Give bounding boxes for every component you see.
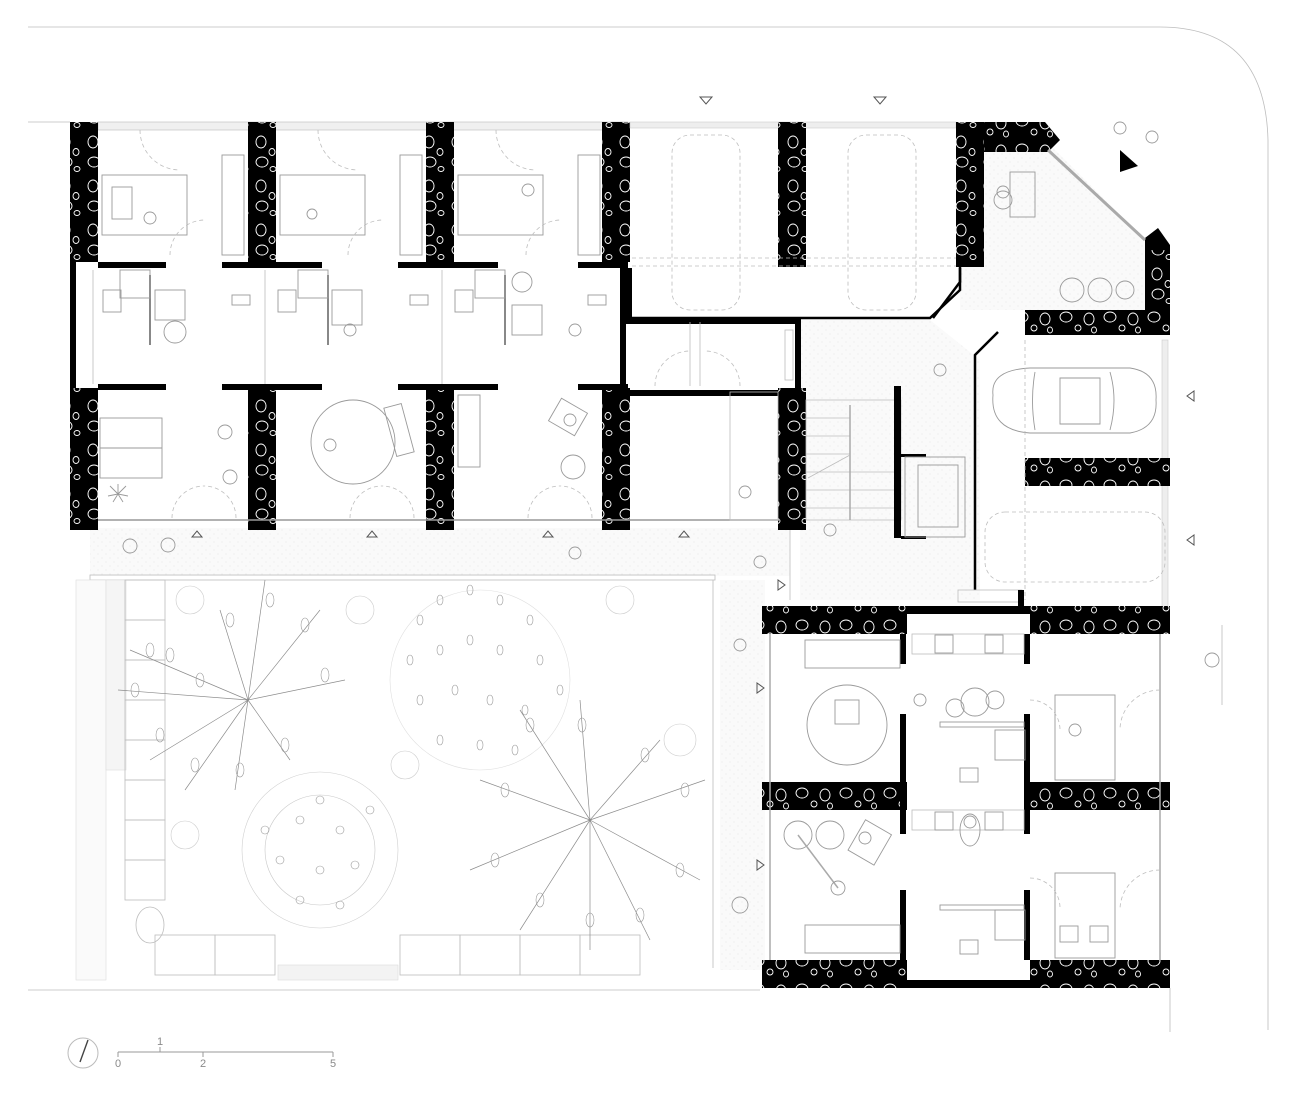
person-icon [563,413,577,427]
wall-column [956,122,984,267]
scale-label-0: 0 [115,1058,122,1070]
entry-triangle-icon [756,859,765,871]
round-rug [806,684,888,766]
tree-icon [469,699,706,950]
entry-triangle-icon [1186,390,1195,402]
storage-corridor [626,318,801,388]
garage-north [626,121,984,320]
person-icon [568,323,582,337]
entry-triangle-icon [872,96,888,105]
entry-triangle-icon [777,579,786,591]
person-icon [521,183,535,197]
parking-bay [671,134,741,311]
person-icon [738,485,752,499]
bed [101,174,188,236]
entry-triangle-icon [698,96,714,105]
person-icon [933,363,947,377]
entry-triangle-icon [756,682,765,694]
wall-column [70,122,98,262]
scale-label-2: 2 [200,1058,207,1070]
entry-triangle-icon [677,530,691,538]
person-icon [996,185,1010,199]
person-icon [731,896,749,914]
entry-triangle-icon [1186,534,1195,546]
person-icon [1204,652,1220,668]
person-icon [217,424,233,440]
entry-triangle-icon [365,530,379,538]
entry-triangle-icon [541,530,555,538]
person-icon [1068,723,1082,737]
north-arrow-icon [67,1037,99,1069]
scale-bar [117,1047,334,1057]
north-wing [70,121,806,530]
person-icon [733,638,747,652]
people [122,121,1223,914]
car-icon [992,367,1157,434]
person-icon [1113,121,1127,135]
bed [1054,694,1116,781]
person-icon [143,211,157,225]
person-icon [913,693,927,707]
main-entrance-icon [1120,150,1138,172]
round-rug [310,399,396,485]
paving [90,140,1145,970]
scale-label-5: 5 [330,1058,337,1070]
person-icon [1145,130,1159,144]
person-icon [122,538,138,554]
entry-vestibule [932,122,1170,590]
person-icon [858,831,872,845]
courtyard-garden [75,574,716,981]
entry-triangle-icon [190,530,204,538]
person-icon [306,208,318,220]
garage-east [984,339,1170,611]
south-east-block [762,606,1171,1032]
person-icon [343,323,357,337]
scale-label-1: 1 [157,1036,164,1048]
tree-icon [241,771,399,929]
lobby [789,386,1024,608]
sofa [804,639,901,669]
site-boundary [28,26,1269,1030]
person-icon [160,537,176,553]
person-icon [323,438,337,452]
person-icon [823,523,837,537]
tree-icon [389,584,571,771]
tree-icon [117,579,346,791]
person-icon [753,555,767,569]
parking-bay [984,511,1166,583]
person-icon [568,546,582,560]
elevator [904,456,966,538]
person-icon [963,815,977,829]
entrance-markers [190,96,1195,871]
